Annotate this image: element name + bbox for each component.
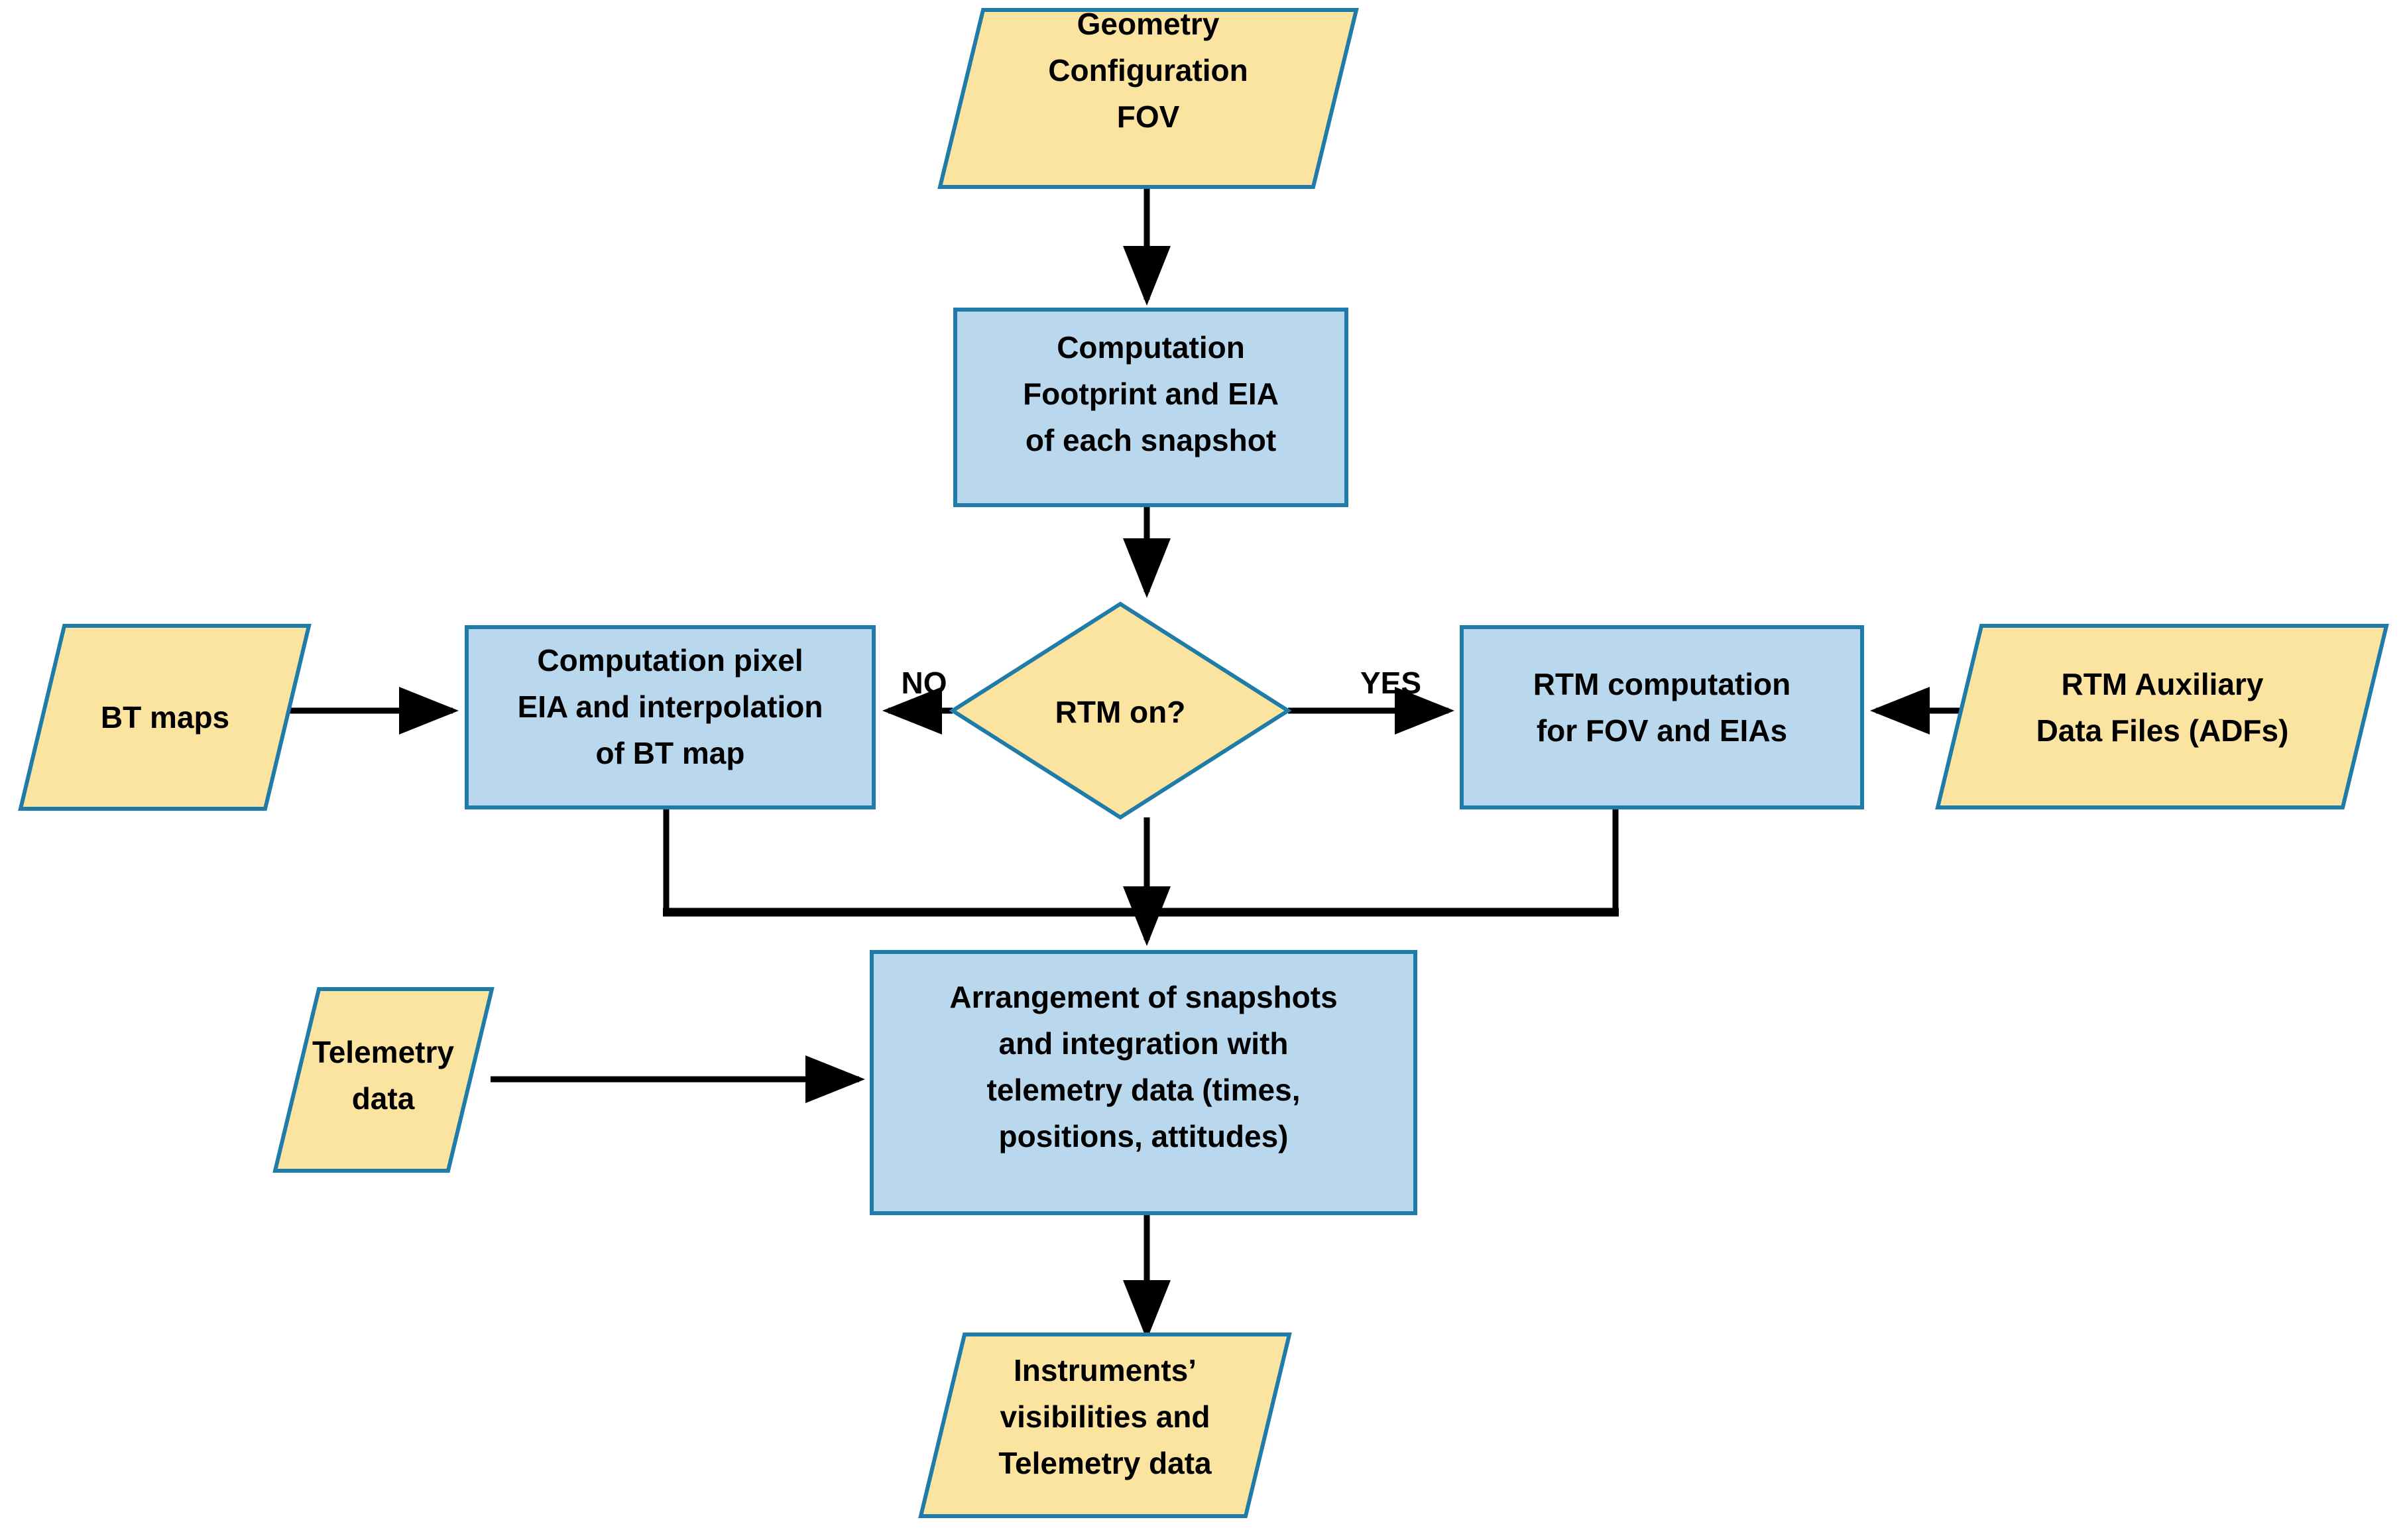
- parallelogram-shape: [1935, 624, 2389, 809]
- node-telemetry-data-line-2: data: [352, 1081, 415, 1116]
- rectangle-shape: [1460, 625, 1864, 809]
- parallelogram-shape: [937, 8, 1359, 189]
- node-rtm-adf-line-1: RTM Auxiliary: [2061, 667, 2263, 701]
- parallelogram-shape: [918, 1333, 1292, 1518]
- node-arrangement[interactable]: Arrangement of snapshots and integration…: [870, 950, 1417, 1215]
- node-computation-pixel-line-1: Computation pixel: [537, 643, 803, 678]
- node-rtm-adf-line-2: Data Files (ADFs): [2036, 713, 2289, 748]
- edge-label-yes: YES: [1360, 666, 1421, 700]
- rectangle-shape: [953, 308, 1348, 507]
- node-rtm-computation[interactable]: RTM computation for FOV and EIAs: [1460, 625, 1864, 809]
- node-arrangement-line-1: Arrangement of snapshots: [949, 980, 1337, 1014]
- edge-label-no: NO: [902, 666, 947, 700]
- node-arrangement-line-4: positions, attitudes): [999, 1119, 1289, 1154]
- parallelogram-shape: [18, 624, 312, 811]
- node-computation-pixel[interactable]: Computation pixel EIA and interpolation …: [465, 625, 876, 809]
- node-geometry-config-line-2: Configuration: [1048, 53, 1248, 88]
- diamond-shape: [949, 601, 1292, 820]
- node-bt-maps[interactable]: BT maps: [18, 624, 312, 811]
- node-computation-pixel-line-3: of BT map: [596, 736, 745, 770]
- node-output-visibilities[interactable]: Instruments’ visibilities and Telemetry …: [918, 1333, 1292, 1518]
- node-computation-footprint[interactable]: Computation Footprint and EIA of each sn…: [953, 308, 1348, 507]
- node-telemetry-data-line-1: Telemetry: [312, 1035, 454, 1069]
- node-output-visibilities-line-1: Instruments’: [1014, 1353, 1197, 1388]
- node-arrangement-line-2: and integration with: [999, 1026, 1289, 1061]
- node-rtm-decision[interactable]: RTM on?: [949, 601, 1292, 820]
- node-arrangement-line-3: telemetry data (times,: [987, 1073, 1301, 1107]
- node-telemetry-data[interactable]: Telemetry data: [272, 987, 495, 1173]
- node-computation-footprint-line-2: Footprint and EIA: [1023, 377, 1279, 411]
- node-rtm-computation-line-1: RTM computation: [1533, 667, 1791, 701]
- node-geometry-config[interactable]: Geometry Configuration FOV: [937, 7, 1359, 189]
- node-geometry-config-line-3: FOV: [1117, 99, 1180, 134]
- rectangle-shape: [870, 950, 1417, 1215]
- node-computation-footprint-line-3: of each snapshot: [1026, 423, 1276, 457]
- node-output-visibilities-line-2: visibilities and: [1000, 1399, 1210, 1434]
- node-rtm-computation-line-2: for FOV and EIAs: [1537, 713, 1787, 748]
- node-output-visibilities-line-3: Telemetry data: [998, 1446, 1212, 1480]
- node-geometry-config-line-1: Geometry: [1077, 7, 1220, 41]
- node-rtm-adf[interactable]: RTM Auxiliary Data Files (ADFs): [1935, 624, 2389, 809]
- node-computation-pixel-line-2: EIA and interpolation: [518, 689, 823, 724]
- node-computation-footprint-line-1: Computation: [1057, 330, 1245, 365]
- node-bt-maps-label: BT maps: [101, 700, 229, 735]
- rectangle-shape: [465, 625, 876, 809]
- parallelogram-shape: [272, 987, 495, 1173]
- node-rtm-decision-label: RTM on?: [1055, 695, 1186, 729]
